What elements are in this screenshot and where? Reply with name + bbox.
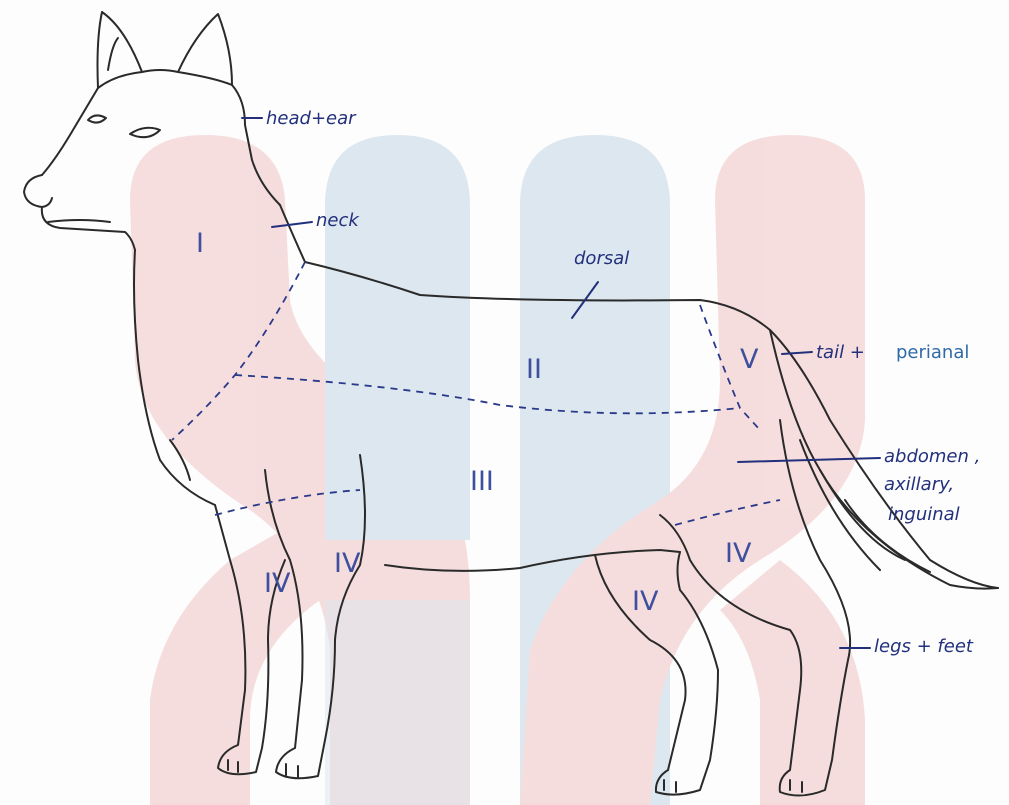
inner-ear [108, 38, 118, 70]
jaw [42, 207, 135, 250]
legs-feet-label: legs + feet [874, 636, 974, 657]
forehead [42, 88, 98, 175]
neck-label: neck [316, 210, 360, 231]
head-ear-label: head+ear [266, 108, 357, 129]
tail-label: tail + [816, 342, 865, 363]
axillary-label: axillary, [884, 474, 954, 495]
abdomen-label: abdomen , [884, 446, 980, 467]
zone-V-label: V [740, 344, 759, 375]
eye-right [130, 128, 160, 137]
snout [24, 175, 52, 207]
zone-IV-label-hind-1: IV [632, 586, 659, 617]
eye-left [88, 115, 106, 122]
zone-II-label: II [526, 354, 542, 385]
zone-I-label: I [196, 228, 204, 259]
perianal-label: perianal [896, 342, 969, 363]
inguinal-label: inguinal [888, 504, 960, 525]
zone-IV-label-front-1: IV [264, 568, 291, 599]
zone-IV-label-front-2: IV [334, 548, 361, 579]
dorsal-label: dorsal [574, 248, 629, 269]
blue-band-lower-left [325, 600, 470, 805]
blue-band-1 [325, 135, 470, 540]
zone-IV-label-hind-2: IV [725, 538, 752, 569]
background-bands [130, 135, 865, 805]
zone-III-label: III [470, 466, 494, 497]
mouth [48, 220, 110, 222]
pink-band-left-lower [150, 520, 320, 805]
